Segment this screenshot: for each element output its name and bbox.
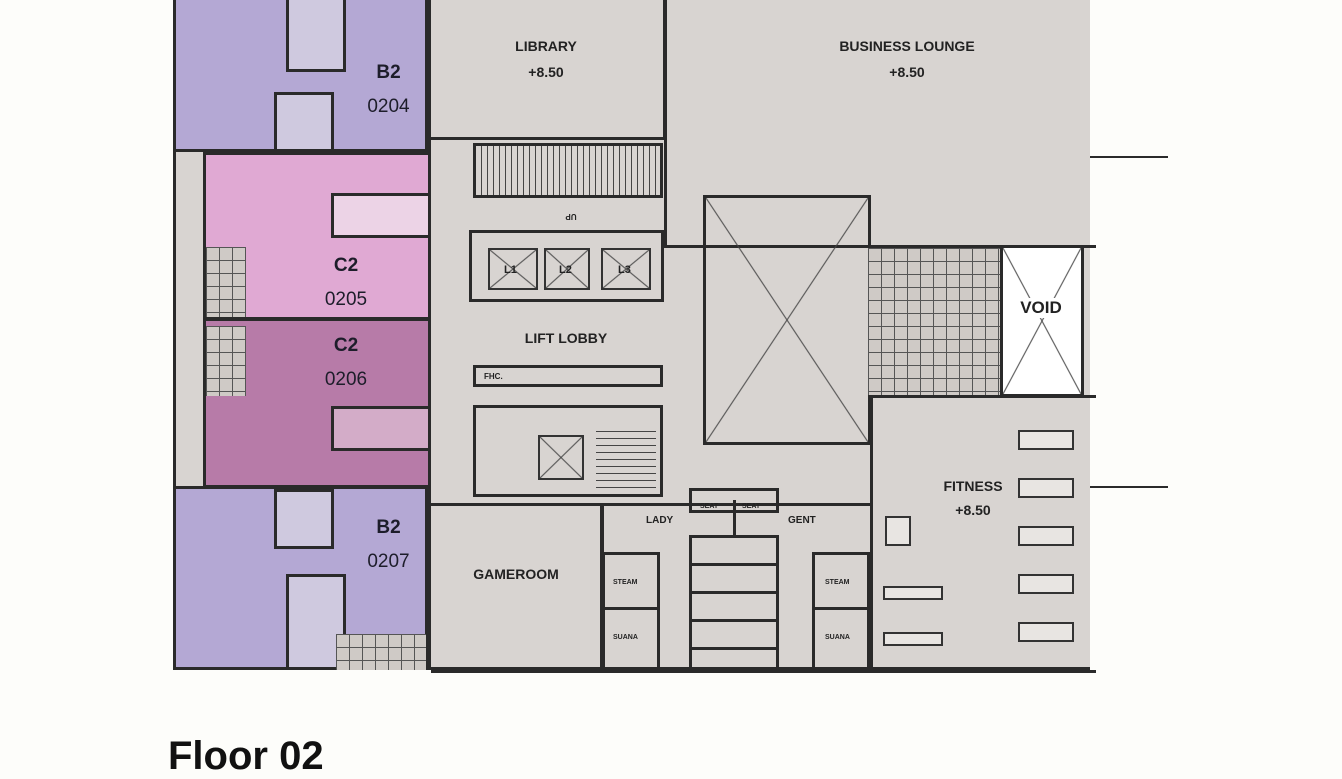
gent-suana[interactable]: SUANA [812,607,870,670]
gent-label: GENT [788,515,816,526]
service-lift[interactable] [538,435,584,480]
treadmill [1018,526,1074,546]
unit-type: B2 [376,62,401,83]
unit-type: B2 [376,517,401,538]
library-label: LIBRARY [515,38,577,54]
grid-line [1090,156,1168,158]
unit-number: 0207 [367,551,410,572]
unit-0206[interactable]: C2 0206 [203,318,431,488]
bathroom [274,92,334,152]
unit-number: 0204 [367,96,410,117]
void [1000,245,1084,397]
business-lounge[interactable]: BUSINESS LOUNGE +8.50 [664,0,1096,248]
unit-type: C2 [333,335,359,356]
unit-number: 0206 [324,369,368,390]
bathroom [331,406,431,451]
fitness[interactable]: FITNESS +8.50 [870,395,1096,673]
exercise-machine [883,632,943,646]
void-label: VOID [1006,298,1076,318]
showers [689,535,779,670]
treadmill [1018,478,1074,498]
unit-0204[interactable]: B2 0204 [173,0,428,152]
bench [885,516,911,546]
bathroom [286,574,346,670]
exercise-machine [883,586,943,600]
unit-number: 0205 [324,289,368,310]
treadmill [1018,622,1074,642]
library-level: +8.50 [528,64,564,80]
treadmill [1018,430,1074,450]
gameroom-label: GAMEROOM [473,566,559,582]
atrium-extension [868,248,1000,395]
lift-3[interactable]: L3 [601,248,651,290]
lady-suana[interactable]: SUANA [602,607,660,670]
business-lounge-label: BUSINESS LOUNGE [839,38,975,54]
balcony [206,326,246,396]
bathroom [286,0,346,72]
service-shaft: FHC. [473,365,663,387]
lift-1[interactable]: L1 [488,248,538,290]
balcony [336,634,426,670]
lift-2[interactable]: L2 [544,248,590,290]
balcony [206,247,246,317]
bathroom [331,193,431,238]
treadmill [1018,574,1074,594]
lift-lobby-label: LIFT LOBBY [524,330,608,346]
fitness-level: +8.50 [955,502,991,518]
gent-steam[interactable]: STEAM [812,552,870,610]
service-core [473,405,663,497]
service-stair [596,425,656,490]
corridor-wall [428,0,431,670]
floor-title: Floor 02 [168,734,324,778]
bathroom [274,489,334,549]
grid-line [1090,486,1168,488]
library[interactable]: LIBRARY +8.50 [431,0,666,140]
unit-type: C2 [333,255,359,276]
atrium [703,195,871,445]
unit-0207[interactable]: B2 0207 [173,486,428,670]
gameroom[interactable]: GAMEROOM [431,503,603,673]
business-lounge-level: +8.50 [889,64,925,80]
lady-steam[interactable]: STEAM [602,552,660,610]
unit-0205[interactable]: C2 0205 [203,152,431,320]
fitness-label: FITNESS [943,478,1003,494]
staircase [473,143,663,198]
up-label: UP [565,212,577,221]
lady-label: LADY [646,515,674,526]
floor-plan: B2 0204 C2 0205 C2 0206 B2 0207 LIBRARY … [173,0,1096,673]
